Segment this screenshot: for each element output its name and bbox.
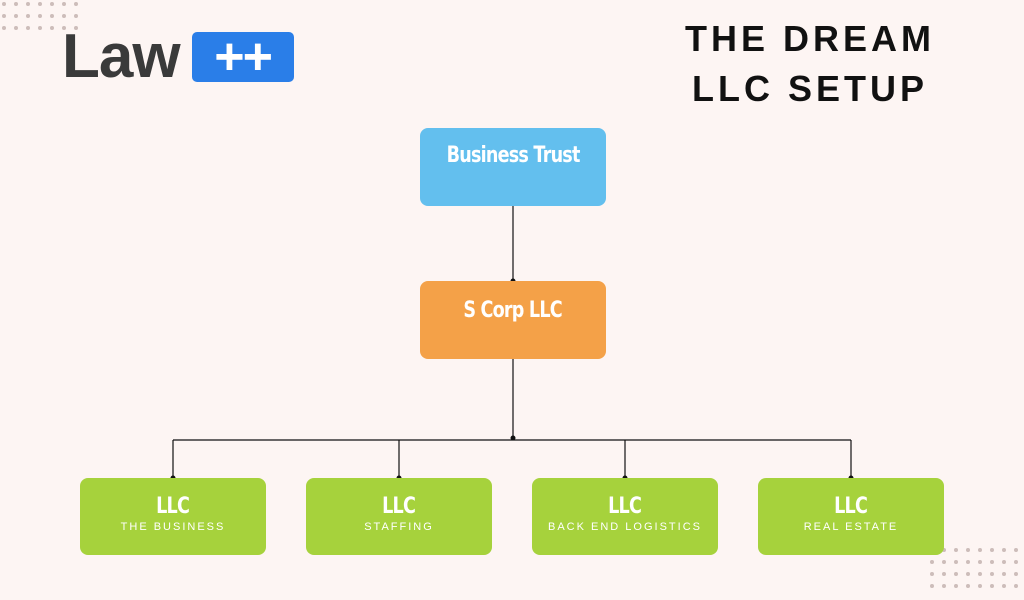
decorative-dot (14, 26, 18, 30)
decorative-dot (1002, 572, 1006, 576)
law-plus-plus-logo: Law ++ (62, 26, 294, 88)
decorative-dot (978, 572, 982, 576)
node-llc-back-end-logistics: LLC BACK END LOGISTICS (532, 478, 718, 555)
decorative-dot (990, 548, 994, 552)
decorative-dot (50, 2, 54, 6)
decorative-dot (62, 2, 66, 6)
node-llc-label: LLC (156, 494, 191, 519)
decorative-dot (966, 548, 970, 552)
decorative-dot (942, 560, 946, 564)
decorative-dot (954, 560, 958, 564)
decorative-dot (38, 26, 42, 30)
decorative-dot (1002, 548, 1006, 552)
decorative-dot (942, 572, 946, 576)
decorative-dot (978, 548, 982, 552)
decorative-dot (978, 584, 982, 588)
decorative-dot (942, 548, 946, 552)
node-business-trust: Business Trust (420, 128, 606, 206)
decorative-dot (1014, 560, 1018, 564)
decorative-dot (942, 584, 946, 588)
decorative-dot (930, 572, 934, 576)
decorative-dot (954, 584, 958, 588)
node-llc-label: LLC (608, 494, 643, 519)
title-line-2: LLC SETUP (691, 68, 928, 109)
node-llc-the-business: LLC THE BUSINESS (80, 478, 266, 555)
decorative-dot (38, 14, 42, 18)
decorative-dots-top-left (2, 2, 78, 30)
decorative-dot (990, 584, 994, 588)
decorative-dot (74, 26, 78, 30)
decorative-dot (990, 560, 994, 564)
node-llc-label: LLC (834, 494, 869, 519)
decorative-dot (2, 14, 6, 18)
decorative-dot (74, 14, 78, 18)
node-llc-label: LLC (382, 494, 417, 519)
decorative-dot (1014, 548, 1018, 552)
node-s-corp-llc-label: S Corp LLC (463, 298, 563, 323)
decorative-dot (966, 584, 970, 588)
node-business-trust-label: Business Trust (446, 143, 581, 168)
decorative-dot (990, 572, 994, 576)
decorative-dot (2, 2, 6, 6)
decorative-dot (966, 560, 970, 564)
decorative-dots-bottom-right (930, 548, 1018, 588)
decorative-dot (26, 2, 30, 6)
decorative-dot (14, 2, 18, 6)
decorative-dot (1002, 584, 1006, 588)
decorative-dot (50, 14, 54, 18)
node-llc-sublabel: THE BUSINESS (120, 521, 226, 533)
logo-badge: ++ (191, 31, 294, 83)
decorative-dot (26, 14, 30, 18)
decorative-dot (954, 548, 958, 552)
decorative-dot (62, 26, 66, 30)
decorative-dot (954, 572, 958, 576)
decorative-dot (74, 2, 78, 6)
node-s-corp-llc: S Corp LLC (420, 281, 606, 359)
node-llc-sublabel: REAL ESTATE (803, 521, 899, 533)
decorative-dot (2, 26, 6, 30)
page-title: THE DREAM LLC SETUP (660, 14, 960, 114)
decorative-dot (1002, 560, 1006, 564)
decorative-dot (38, 2, 42, 6)
logo-text: Law (62, 22, 181, 91)
decorative-dot (978, 560, 982, 564)
decorative-dot (966, 572, 970, 576)
node-llc-real-estate: LLC REAL ESTATE (758, 478, 944, 555)
connector-dot (510, 435, 516, 441)
decorative-dot (62, 14, 66, 18)
decorative-dot (50, 26, 54, 30)
decorative-dot (1014, 584, 1018, 588)
node-llc-staffing: LLC STAFFING (306, 478, 492, 555)
title-line-1: THE DREAM (685, 18, 935, 59)
decorative-dot (930, 584, 934, 588)
decorative-dot (1014, 572, 1018, 576)
decorative-dot (26, 26, 30, 30)
decorative-dot (14, 14, 18, 18)
node-llc-sublabel: STAFFING (364, 521, 434, 533)
node-llc-sublabel: BACK END LOGISTICS (548, 521, 702, 533)
decorative-dot (930, 560, 934, 564)
